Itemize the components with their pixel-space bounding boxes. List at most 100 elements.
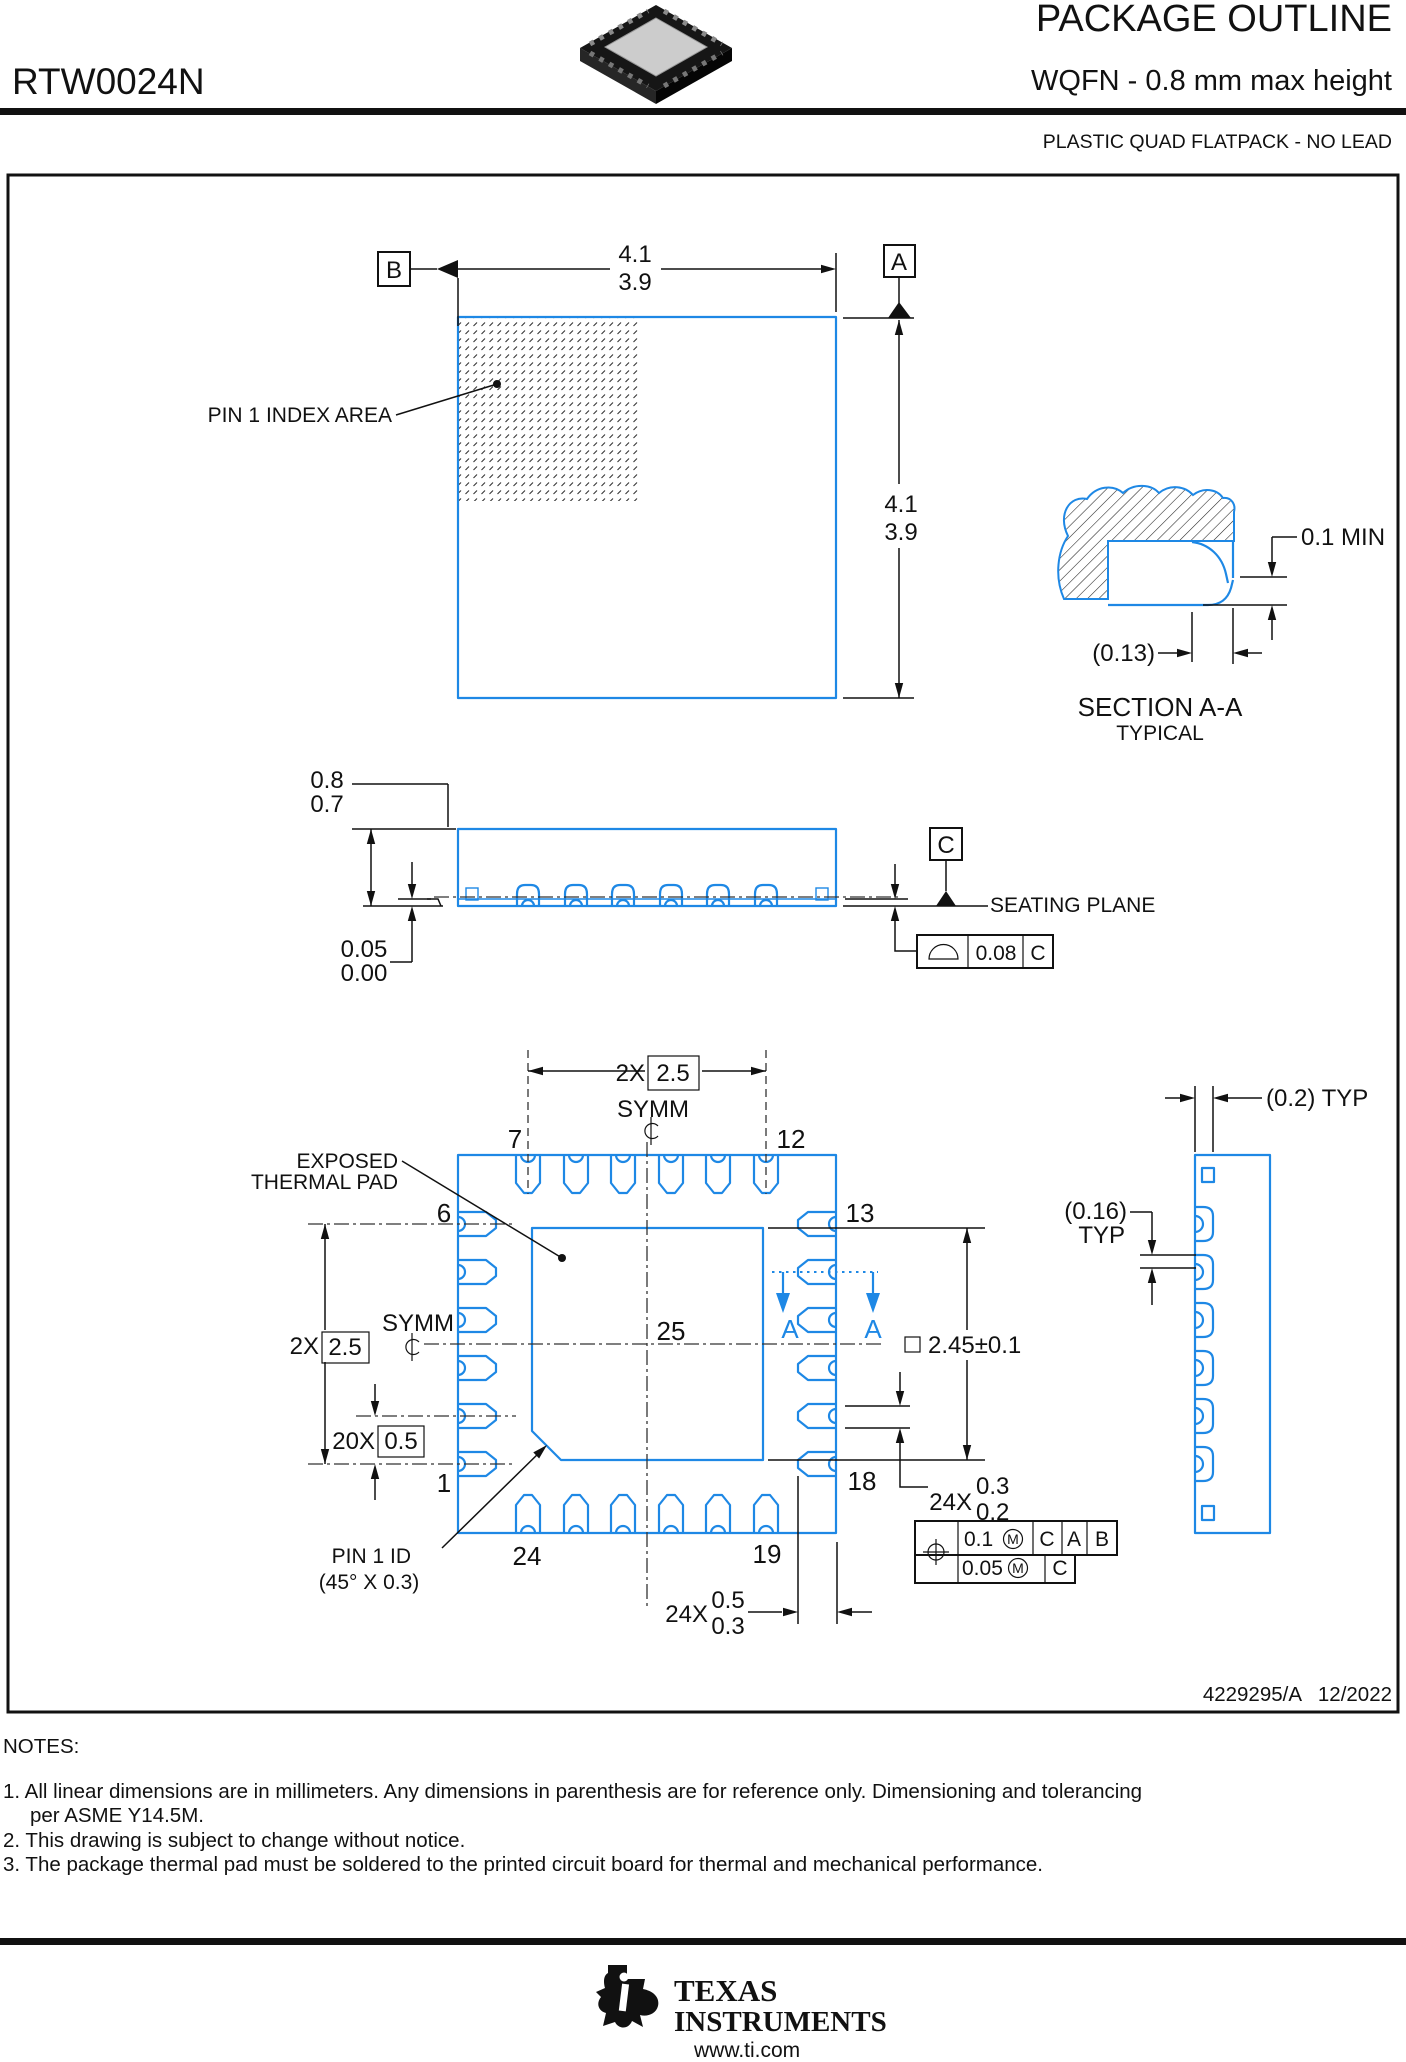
leader-dot [558, 1254, 566, 1262]
notes: NOTES: 1. All linear dimensions are in m… [3, 1735, 1142, 1876]
arrowhead [407, 906, 417, 921]
pin [609, 1493, 637, 1535]
pin-number: 25 [657, 1316, 686, 1346]
fcf1-datum2: A [1067, 1528, 1081, 1551]
arrowhead [320, 1449, 330, 1464]
arrowhead [962, 1228, 972, 1243]
lead-wid-qty: 24X [929, 1489, 972, 1516]
pin-number: 19 [753, 1539, 782, 1569]
arrowhead [895, 1428, 905, 1443]
notes-heading: NOTES: [3, 1735, 79, 1758]
pin [1193, 1205, 1215, 1243]
fcf1-tol: 0.1 [964, 1528, 993, 1551]
section-title: SECTION A-A [1078, 692, 1243, 722]
square-symbol-icon [904, 1336, 921, 1353]
lead-len-max: 0.5 [711, 1587, 744, 1614]
pin [562, 1153, 590, 1195]
website-link: www.ti.com [693, 2039, 800, 2062]
lead-wid-max: 0.3 [976, 1473, 1009, 1500]
pin1-index-label: PIN 1 INDEX AREA [208, 404, 392, 427]
lead-len-min: 0.3 [711, 1613, 744, 1640]
lead-len-qty: 24X [665, 1601, 708, 1628]
package-subtitle: PLASTIC QUAD FLATPACK - NO LEAD [1043, 131, 1392, 153]
arrowhead [320, 1224, 330, 1239]
bottom-view: 2X 2.5 SYMM 7 12 6 13 1 18 24 19 25 EXPO… [251, 1050, 1118, 1640]
arrowhead [528, 1066, 543, 1076]
section-arrow [866, 1293, 880, 1313]
datum-triangle [888, 302, 911, 318]
fcf1-mod: M [1007, 1531, 1019, 1547]
exposed-pad-label: THERMAL PAD [251, 1171, 398, 1194]
basic-dim-box [647, 1055, 700, 1091]
chip-3d-icon [580, 5, 732, 104]
lead-bottom [1108, 579, 1235, 607]
arrowhead [370, 1464, 380, 1479]
header-rule [0, 108, 1406, 115]
end-pad [1200, 1504, 1216, 1522]
height-max: 0.8 [310, 767, 343, 794]
pin [610, 883, 636, 908]
pin [1193, 1397, 1215, 1435]
fcf2-datum1: C [1052, 1557, 1067, 1580]
basic-dim-box [377, 1425, 425, 1458]
right-side-view: (0.2) TYP (0.16) TYP [1064, 1085, 1368, 1535]
arrowhead [751, 1066, 766, 1076]
pin [1193, 1349, 1215, 1387]
dim-width-min: 3.9 [618, 269, 651, 296]
basic-dim-box [321, 1331, 370, 1364]
end-pad [465, 887, 479, 901]
drawing-frame: 4229295/A 12/2022 [6, 173, 1400, 1714]
pin [657, 1153, 685, 1195]
part-number: RTW0024N [12, 61, 205, 102]
header: PACKAGE OUTLINE RTW0024N WQFN - 0.8 mm m… [0, 0, 1406, 153]
mold-section [1057, 484, 1236, 600]
datum-triangle [936, 891, 956, 906]
package-outline-right [1193, 1153, 1272, 1535]
arrowhead [783, 1607, 798, 1617]
fcf1-datum3: B [1095, 1528, 1109, 1551]
page-title: PACKAGE OUTLINE [1036, 0, 1392, 40]
pin [515, 883, 541, 908]
flatness-datum: C [1030, 942, 1045, 965]
pitch-val: 0.5 [384, 1428, 417, 1455]
pin [456, 1306, 498, 1334]
arrowhead [370, 1401, 380, 1416]
standoff-min-dim: 0.1 MIN [1301, 524, 1385, 551]
arrowhead [1177, 648, 1192, 658]
pin [796, 1306, 838, 1334]
span-qty: 2X [616, 1060, 645, 1087]
drawing-number: 4229295/A [1203, 1683, 1303, 1706]
note-line: 3. The package thermal pad must be solde… [3, 1853, 1043, 1876]
arrowhead [837, 1607, 852, 1617]
section-label: A [864, 1314, 882, 1344]
pad-size-dim: 2.45±0.1 [928, 1332, 1021, 1359]
pin [609, 1153, 637, 1195]
pin-number: 12 [777, 1124, 806, 1154]
flatness-tol: 0.08 [976, 942, 1017, 965]
pin1-index-area [459, 318, 640, 501]
arrowhead [1267, 605, 1277, 620]
exposed-pad-face [603, 17, 709, 77]
arrowhead [1267, 562, 1277, 577]
leader-line [899, 1443, 928, 1488]
pin [705, 883, 731, 908]
pin [1193, 1253, 1215, 1291]
arrowhead [407, 884, 417, 899]
mmc-symbol-icon [1002, 1528, 1024, 1550]
arrowhead [821, 264, 836, 274]
standoff-min: 0.00 [341, 960, 388, 987]
flatness-symbol-icon [928, 943, 959, 960]
centerline-symbol-icon [405, 1332, 420, 1362]
datum-c: C [937, 832, 954, 859]
leader-line [395, 383, 498, 416]
pin [514, 1493, 542, 1535]
arrowhead [1147, 1240, 1157, 1255]
span-val: 2.5 [656, 1060, 689, 1087]
span-qty: 2X [290, 1333, 319, 1360]
pin [563, 883, 589, 908]
arrowhead [366, 829, 376, 844]
arrowhead [1180, 1093, 1195, 1103]
section-label: A [781, 1314, 799, 1344]
